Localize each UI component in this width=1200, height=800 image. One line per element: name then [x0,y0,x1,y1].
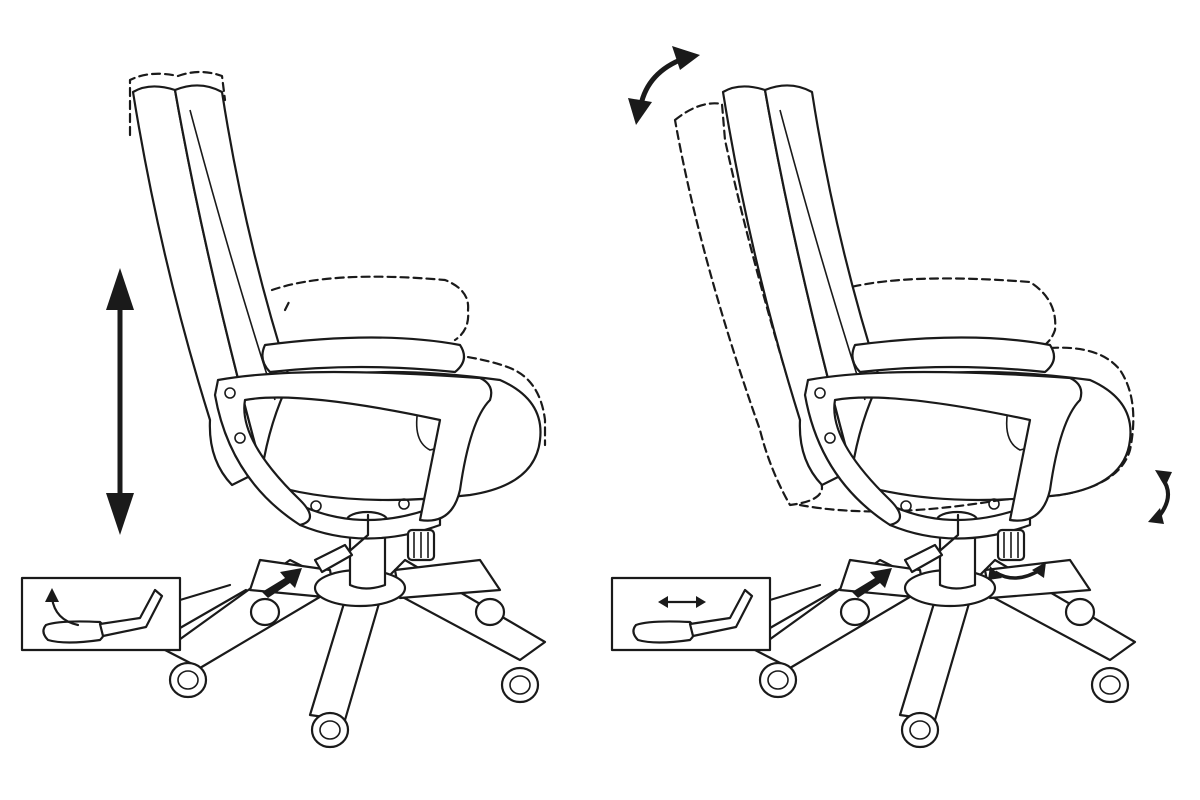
lever-lift-up-icon [42,588,164,644]
inset-lever-lift [20,576,182,652]
callout-line [178,588,248,630]
figure-tilt-adjustment [610,46,1172,749]
inset-lever-slide [610,576,772,652]
pointer-arrow-icon [262,568,302,598]
vertical-double-arrow-icon [106,268,134,535]
chair-drawing-left [131,84,547,749]
pointer-arrow-icon [852,568,892,598]
callout-line [768,583,822,602]
lever-slide-icon [632,588,754,644]
chair-drawing-right [721,84,1137,749]
curved-rotate-arrow-icon [628,46,700,125]
callout-line [768,588,838,630]
seat-tilt-arrow-icon [1148,470,1172,524]
tension-knob-rotate-icon [988,562,1046,580]
callout-line [178,583,232,602]
figure-height-adjustment [20,70,547,749]
